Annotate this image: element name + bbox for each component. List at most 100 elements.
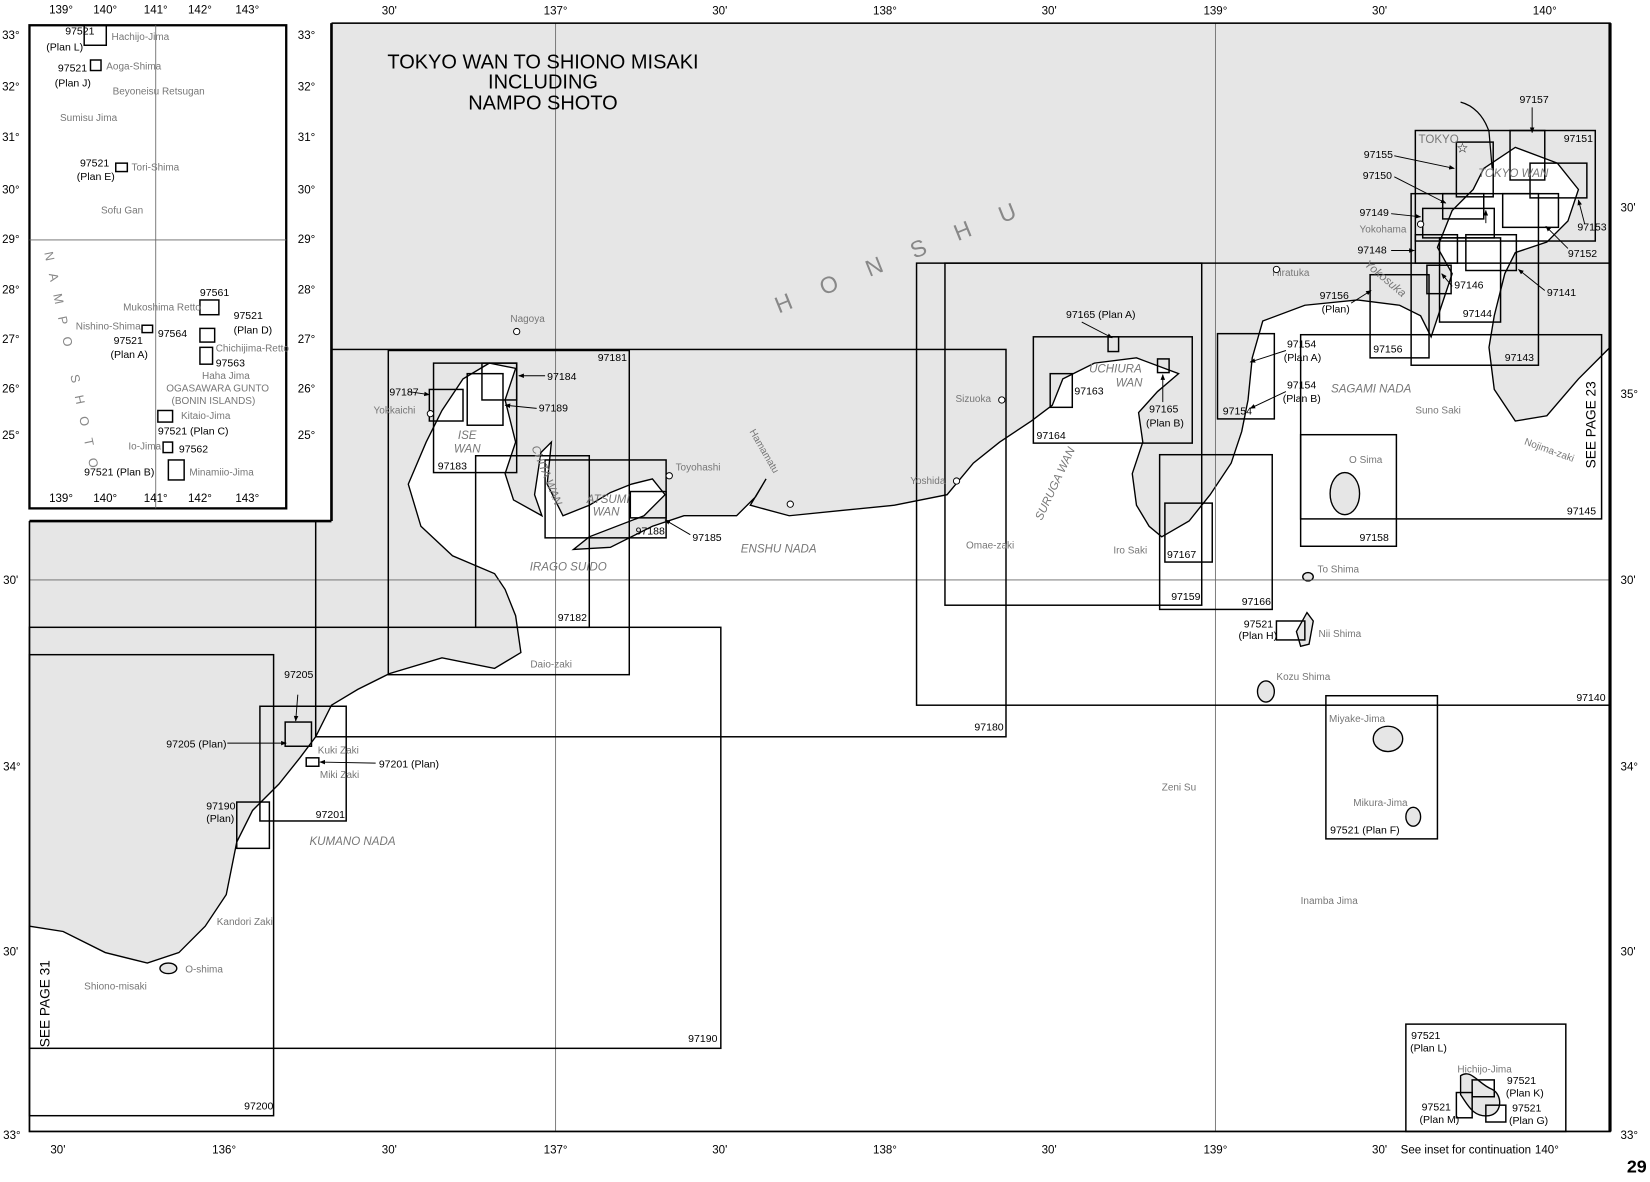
map-title: INCLUDING bbox=[488, 71, 598, 93]
chart-coverage-box[interactable] bbox=[314, 348, 1007, 738]
chart-coverage-box[interactable] bbox=[1164, 502, 1213, 563]
leader-arrow bbox=[1577, 199, 1586, 225]
chart-number-label: 97141 bbox=[1547, 287, 1576, 299]
chart-number-label: 97521 (Plan F) bbox=[1330, 825, 1400, 837]
inset-chart-number: 97563 bbox=[216, 357, 245, 369]
inset-place-label: OGASAWARA GUNTO bbox=[166, 384, 269, 395]
chart-coverage-box[interactable] bbox=[428, 388, 464, 422]
island-o-shima bbox=[159, 962, 178, 975]
chart-coverage-box[interactable] bbox=[1414, 233, 1459, 264]
water-body-label: WAN bbox=[454, 444, 481, 456]
chart-boxes bbox=[28, 129, 1611, 1133]
inset-place-label: Beyoneisu Retsugan bbox=[113, 87, 205, 98]
inset-chart-box[interactable] bbox=[199, 346, 214, 365]
chart-number-label: 97155 bbox=[1364, 149, 1393, 161]
chart-number-label: 97145 bbox=[1567, 506, 1596, 518]
inset-chart-box[interactable] bbox=[141, 324, 154, 334]
chart-number-label: 97185 bbox=[692, 532, 721, 544]
chart-coverage-box[interactable] bbox=[1369, 273, 1430, 359]
chart-number-label: 97190 bbox=[206, 800, 235, 812]
chart-coverage-box[interactable] bbox=[1509, 129, 1546, 181]
chart-coverage-box[interactable] bbox=[259, 705, 347, 822]
inset-longitude-label: 142° bbox=[188, 5, 212, 17]
water-body-label: KUMANO NADA bbox=[309, 836, 395, 848]
chart-coverage-box[interactable] bbox=[1156, 358, 1170, 374]
inset-chart-number: 97564 bbox=[158, 328, 187, 340]
inset-chart-box[interactable] bbox=[115, 162, 129, 173]
chart-coverage-box[interactable] bbox=[1275, 620, 1306, 641]
chart-number-label: 97183 bbox=[438, 460, 467, 472]
chart-coverage-box[interactable] bbox=[1441, 192, 1485, 220]
chart-number-label: 97146 bbox=[1454, 279, 1483, 291]
chart-coverage-box[interactable] bbox=[1501, 192, 1560, 229]
chart-coverage-box[interactable] bbox=[1107, 336, 1120, 353]
island-mikura-jima bbox=[1405, 806, 1422, 827]
longitude-label: 137° bbox=[544, 6, 568, 18]
chart-coverage-box[interactable] bbox=[1414, 129, 1597, 242]
place-label: O Sima bbox=[1349, 455, 1383, 466]
chart-number-label: 97157 bbox=[1520, 94, 1549, 106]
inset-place-label: Io-Jima bbox=[128, 441, 161, 452]
city-marker bbox=[513, 327, 521, 336]
chart-coverage-box[interactable] bbox=[1216, 332, 1276, 420]
inset-place-label: Sofu Gan bbox=[101, 206, 143, 217]
chart-coverage-box[interactable] bbox=[481, 362, 518, 401]
chart-coverage-box[interactable] bbox=[1465, 233, 1518, 272]
see-page-31-link[interactable]: SEE PAGE 31 bbox=[37, 960, 52, 1047]
map-title: NAMPO SHOTO bbox=[468, 92, 618, 114]
inset-chart-number: 97521 bbox=[58, 63, 87, 75]
chart-coverage-box[interactable] bbox=[387, 349, 631, 676]
inset-chart-box[interactable] bbox=[157, 409, 174, 423]
chart-coverage-box[interactable] bbox=[1299, 433, 1398, 548]
place-label: Nagoya bbox=[510, 314, 545, 325]
city-marker bbox=[1416, 220, 1425, 228]
chart-coverage-box[interactable] bbox=[1158, 453, 1273, 611]
place-label: Iro Saki bbox=[1113, 546, 1147, 557]
inset-chart-number: 97521 (Plan C) bbox=[158, 426, 229, 438]
inset-latitude-label: 30° bbox=[2, 185, 19, 197]
chart-coverage-box[interactable] bbox=[1455, 1091, 1473, 1119]
chart-coverage-box[interactable] bbox=[305, 757, 320, 767]
inset-chart-box[interactable] bbox=[162, 441, 174, 454]
see-page-23-link[interactable]: SEE PAGE 23 bbox=[1583, 381, 1598, 468]
chart-coverage-box[interactable] bbox=[284, 721, 313, 747]
chart-coverage-box[interactable] bbox=[915, 262, 1611, 706]
chart-coverage-box[interactable] bbox=[944, 262, 1203, 606]
inset-chart-box[interactable] bbox=[167, 459, 185, 481]
chart-number-label: 97201 (Plan) bbox=[379, 758, 439, 770]
inset-latitude-label: 25° bbox=[2, 430, 19, 442]
water-body-label: ENSHU NADA bbox=[741, 544, 817, 556]
chart-number-label: 97205 bbox=[284, 669, 313, 681]
chart-coverage-box[interactable] bbox=[1485, 1104, 1507, 1123]
inset-chart-box[interactable] bbox=[199, 327, 216, 343]
chart-coverage-box[interactable] bbox=[1471, 1079, 1495, 1098]
chart-coverage-box[interactable] bbox=[1049, 372, 1074, 409]
chart-number-label: (Plan B) bbox=[1146, 417, 1184, 429]
chart-coverage-box[interactable] bbox=[28, 653, 275, 1117]
leader-arrow bbox=[1350, 290, 1372, 304]
chart-coverage-box[interactable] bbox=[629, 490, 667, 519]
inset-chart-box[interactable] bbox=[199, 299, 220, 316]
inset-chart-box[interactable] bbox=[89, 59, 102, 72]
chart-coverage-box[interactable] bbox=[236, 801, 271, 850]
chart-coverage-box[interactable] bbox=[1405, 1023, 1567, 1133]
chart-number-label: 97144 bbox=[1463, 308, 1492, 320]
inset-latitude-label: 32° bbox=[298, 82, 315, 94]
chart-coverage-box[interactable] bbox=[1438, 237, 1502, 323]
inset-chart-box[interactable] bbox=[83, 24, 108, 46]
inset-place-label: Hachijo-Jima bbox=[112, 32, 170, 43]
chart-number-label: (Plan G) bbox=[1509, 1115, 1548, 1127]
chart-number-label: 97521 bbox=[1512, 1102, 1541, 1114]
inset-latitude-label: 33° bbox=[298, 30, 315, 42]
chart-coverage-box[interactable] bbox=[1299, 333, 1603, 520]
inset-latitude-label: 31° bbox=[2, 132, 19, 144]
chart-number-label: 97521 bbox=[1411, 1030, 1440, 1042]
chart-coverage-box[interactable] bbox=[1455, 141, 1494, 198]
place-label: Inamba Jima bbox=[1301, 896, 1359, 907]
longitude-label: 140° bbox=[1535, 1145, 1559, 1157]
water-body-label: UCHIURA bbox=[1089, 364, 1142, 376]
leader-arrow bbox=[1249, 350, 1287, 363]
chart-coverage-box[interactable] bbox=[1325, 694, 1439, 840]
inset-chart-number: (Plan A) bbox=[110, 349, 147, 361]
